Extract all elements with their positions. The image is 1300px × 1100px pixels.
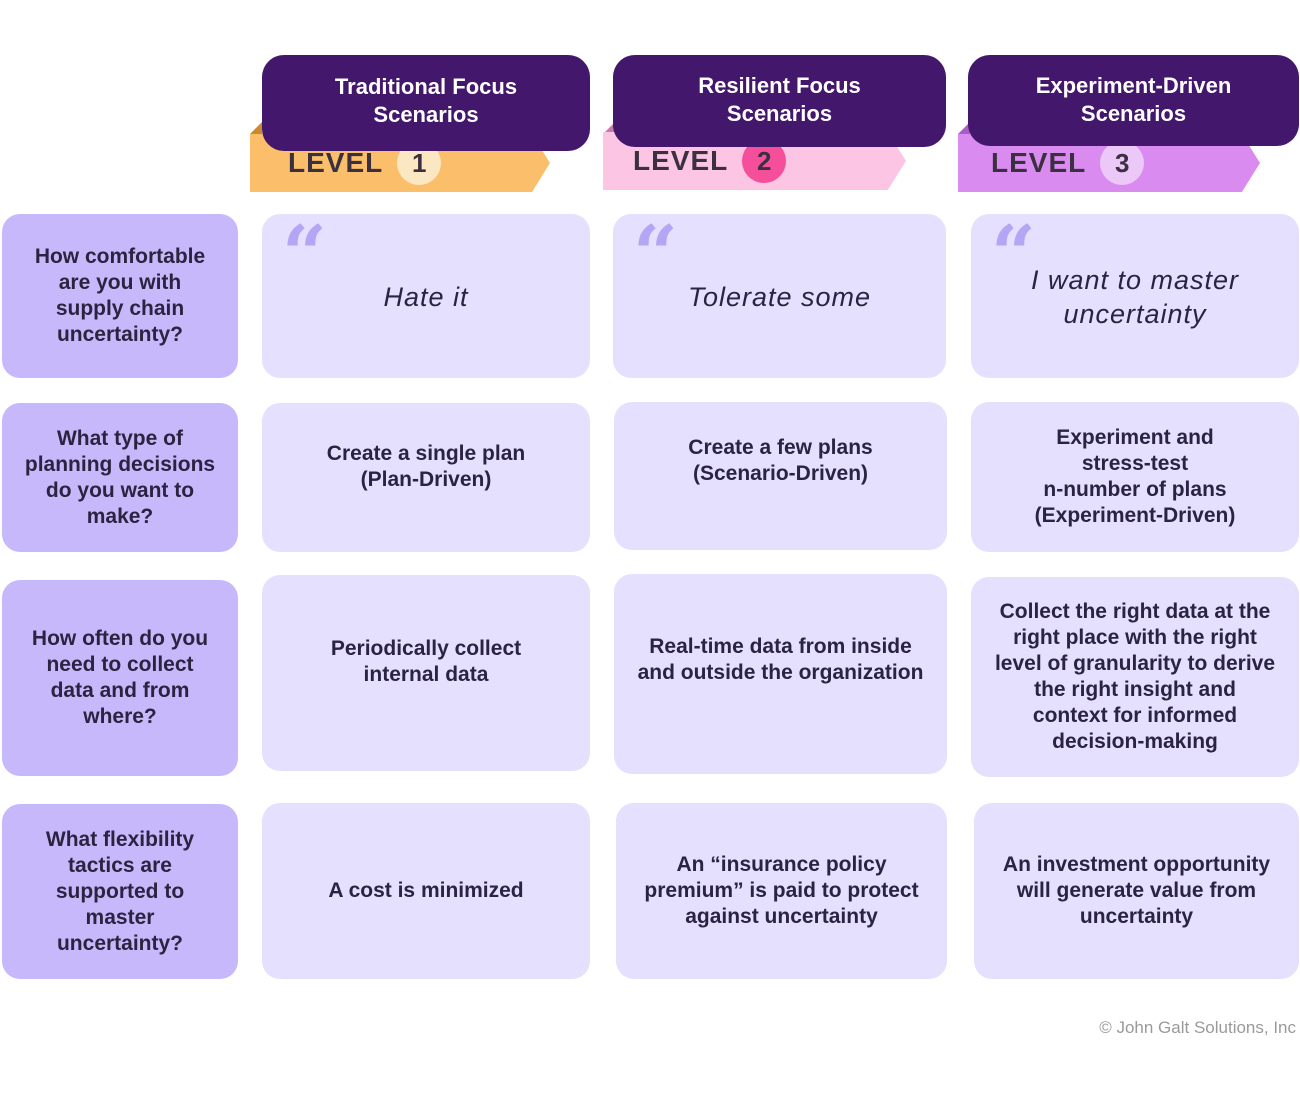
answer-text: Tolerate some	[687, 282, 872, 312]
level-1-fold	[250, 122, 262, 134]
answer-flexibility-level-1: A cost is minimized	[262, 803, 590, 979]
question-data-collection: How often do you need to collect data an…	[2, 580, 238, 776]
answer-planning-level-3: Experiment and stress-test n-number of p…	[971, 402, 1299, 552]
answer-flexibility-level-3: An investment opportunity will generate …	[974, 803, 1299, 979]
column-header-experiment: Experiment-Driven Scenarios	[968, 55, 1299, 146]
question-flexibility: What flexibility tactics are supported t…	[2, 804, 238, 979]
question-comfort: How comfortable are you with supply chai…	[2, 214, 238, 378]
copyright-notice: © John Galt Solutions, Inc	[1099, 1018, 1296, 1037]
answer-data-level-2: Real-time data from inside and outside t…	[614, 574, 947, 774]
answer-data-level-3: Collect the right data at the right plac…	[971, 577, 1299, 777]
answer-text: Hate it	[383, 282, 469, 312]
level-3-badge: 3	[1100, 141, 1145, 185]
answer-flexibility-level-2: An “insurance policy premium” is paid to…	[616, 803, 947, 979]
column-header-resilient: Resilient Focus Scenarios	[613, 55, 946, 147]
answer-text: I want to master uncertainty	[1030, 265, 1240, 329]
left-double-quote-icon: “	[633, 209, 679, 300]
level-1-label: LEVEL	[288, 147, 384, 178]
level-2-label: LEVEL	[633, 145, 729, 176]
column-header-traditional: Traditional Focus Scenarios	[262, 55, 590, 151]
answer-planning-level-2: Create a few plans (Scenario-Driven)	[614, 402, 947, 550]
level-3-label: LEVEL	[991, 147, 1087, 178]
left-double-quote-icon: “	[991, 209, 1037, 300]
answer-planning-level-1: Create a single plan (Plan-Driven)	[262, 403, 590, 552]
answer-data-level-1: Periodically collect internal data	[262, 575, 590, 771]
question-planning: What type of planning decisions do you w…	[2, 403, 238, 552]
answer-comfort-level-1: “ Hate it	[262, 214, 590, 378]
answer-comfort-level-3: “ I want to master uncertainty	[971, 214, 1299, 378]
answer-comfort-level-2: “ Tolerate some	[613, 214, 946, 378]
left-double-quote-icon: “	[282, 209, 328, 300]
